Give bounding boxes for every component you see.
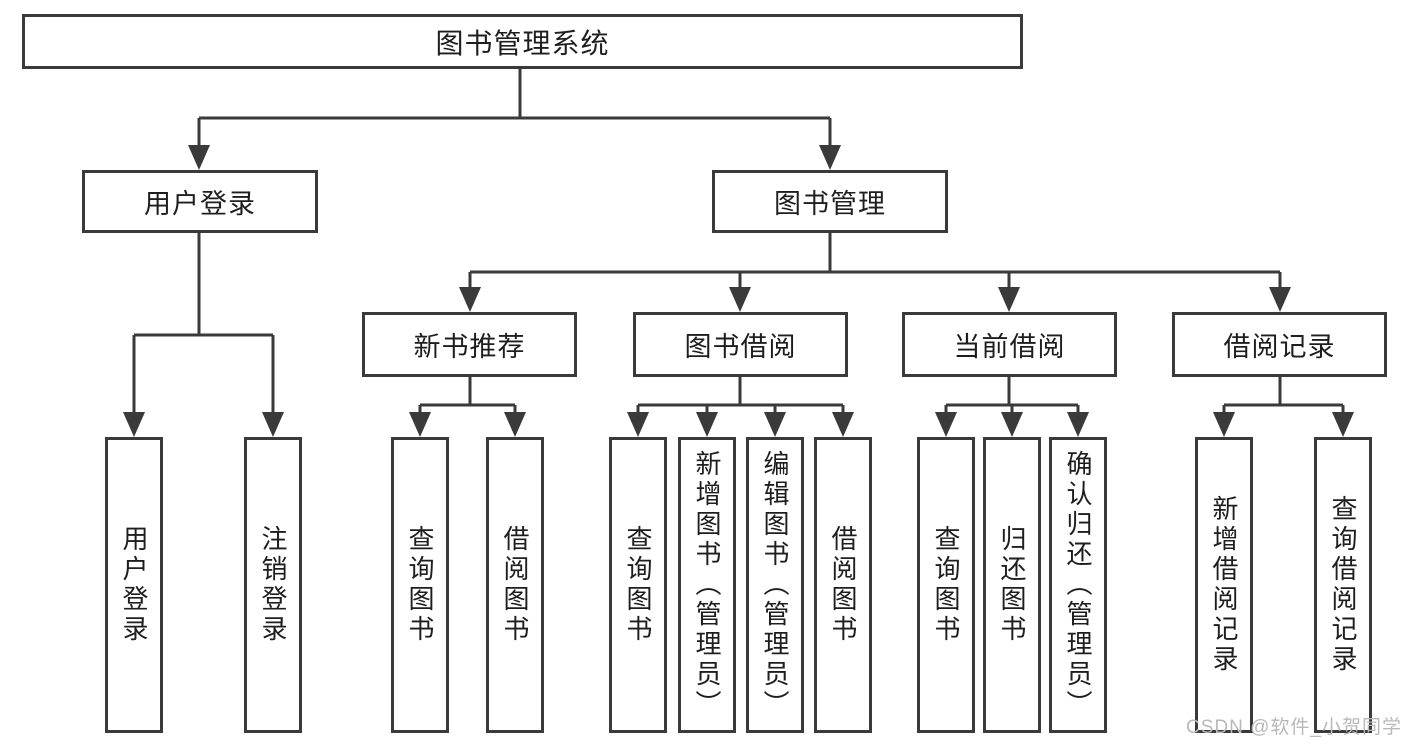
arrowhead-icon [832,412,854,437]
arrowhead-icon [262,412,284,437]
leaf-add-borrow-record: 新增借阅记录 [1195,437,1253,733]
node-book-borrow: 图书借阅 [633,312,848,377]
leaf-borrow-books: 借阅图书 [814,437,872,733]
arrowhead-icon [504,412,526,437]
leaf-return-books: 归还图书 [983,437,1041,733]
node-current-borrow: 当前借阅 [902,312,1117,377]
arrowhead-icon [409,412,431,437]
arrowhead-icon [459,287,481,312]
leaf-edit-books-admin: 编辑图书（管理员） [746,437,804,733]
arrowhead-icon [729,287,751,312]
leaf-confirm-return-admin: 确认归还（管理员） [1049,437,1107,733]
arrowhead-icon [696,412,718,437]
leaf-logout: 注销登录 [244,437,302,733]
leaf-query-books-current: 查询图书 [917,437,975,733]
leaf-query-books-borrow: 查询图书 [609,437,667,733]
arrowhead-icon [1213,412,1235,437]
arrowhead-icon [1067,412,1089,437]
arrowhead-icon [935,412,957,437]
arrowhead-icon [998,287,1020,312]
node-root: 图书管理系统 [22,14,1023,69]
node-borrow-records: 借阅记录 [1172,312,1387,377]
arrowhead-icon [1332,412,1354,437]
leaf-query-books-recommend: 查询图书 [391,437,449,733]
node-new-book-recommend: 新书推荐 [362,312,577,377]
node-book-management: 图书管理 [712,170,948,233]
leaf-query-borrow-record: 查询借阅记录 [1314,437,1372,733]
leaf-user-login: 用户登录 [105,437,163,733]
arrowhead-icon [627,412,649,437]
csdn-watermark: CSDN @软件_小贺同学 [1186,717,1402,738]
arrowhead-icon [1001,412,1023,437]
leaf-borrow-books-recommend: 借阅图书 [486,437,544,733]
arrowhead-icon [819,145,841,170]
arrowhead-icon [123,412,145,437]
arrowhead-icon [1269,287,1291,312]
arrowhead-icon [764,412,786,437]
node-user-login: 用户登录 [82,170,318,233]
leaf-add-books-admin: 新增图书（管理员） [678,437,736,733]
arrowhead-icon [188,145,210,170]
